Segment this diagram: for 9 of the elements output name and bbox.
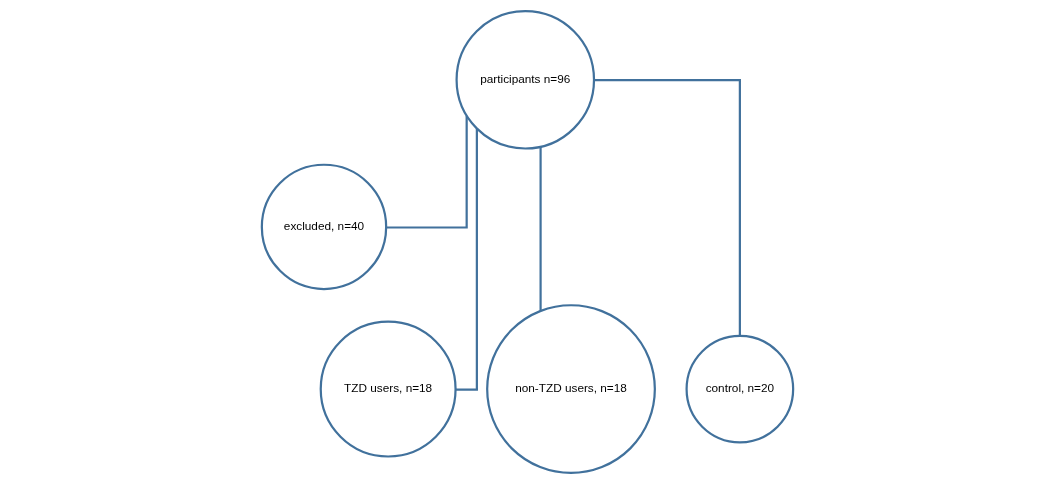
connector bbox=[455, 128, 478, 391]
node-circle: control, n=20 bbox=[685, 334, 794, 444]
node-circle: TZD users, n=18 bbox=[319, 320, 457, 458]
node-circle: non-TZD users, n=18 bbox=[485, 304, 656, 475]
node-circle: participants n=96 bbox=[455, 9, 595, 150]
connector bbox=[593, 78, 741, 336]
connector bbox=[385, 115, 468, 229]
node-circle: excluded, n=40 bbox=[260, 163, 387, 291]
connector bbox=[539, 146, 542, 311]
